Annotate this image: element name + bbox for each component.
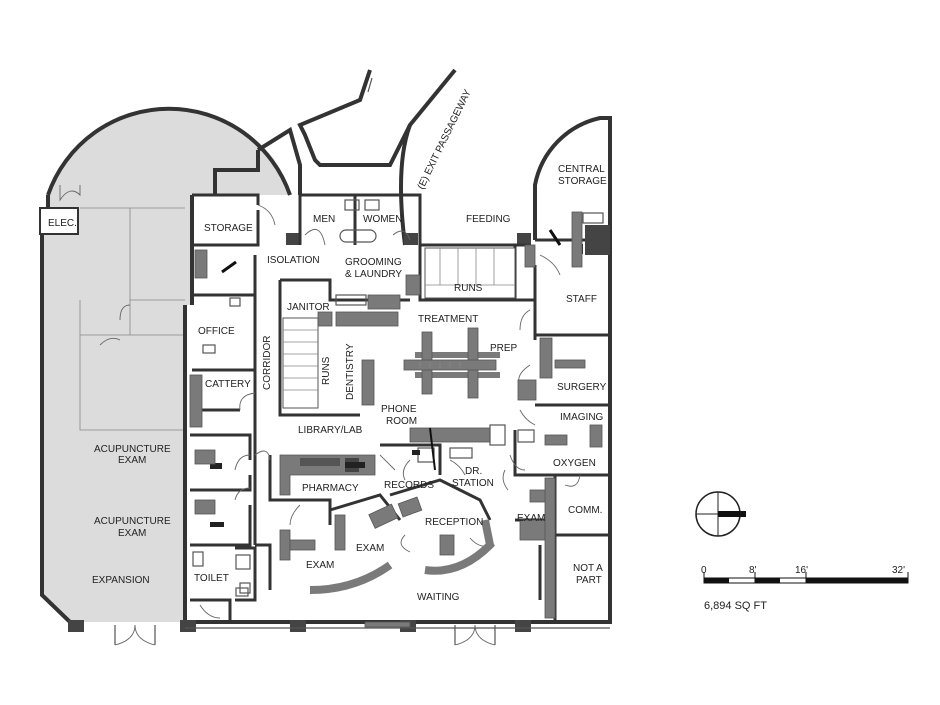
outer-walls <box>68 116 612 632</box>
label-not-a-part-2: PART <box>576 575 602 586</box>
label-acupuncture-1a: ACUPUNCTURE <box>94 444 171 455</box>
scale-tick-16: 16' <box>795 565 808 576</box>
label-reception: RECEPTION <box>425 517 483 528</box>
scale-tick-0: 0 <box>701 565 707 576</box>
label-phone-room-1: PHONE <box>381 404 417 415</box>
label-men: MEN <box>313 214 335 225</box>
label-staff: STAFF <box>566 294 597 305</box>
label-runs-side: RUNS <box>321 356 332 385</box>
north-arrow-icon <box>695 491 746 537</box>
label-isolation: ISOLATION <box>267 255 320 266</box>
label-women: WOMEN <box>363 214 402 225</box>
label-dentistry: DENTISTRY <box>345 343 356 400</box>
total-area: 6,894 SQ FT <box>704 600 767 612</box>
label-exam-left: EXAM <box>306 560 334 571</box>
label-comm: COMM. <box>568 505 602 516</box>
door-swings <box>59 185 581 619</box>
label-feeding: FEEDING <box>466 214 511 225</box>
label-waiting: WAITING <box>417 592 460 603</box>
interior-walls <box>190 193 610 622</box>
scale-tick-32: 32' <box>892 565 905 576</box>
label-grooming-2: & LAUNDRY <box>345 269 402 280</box>
label-storage: STORAGE <box>204 223 253 234</box>
label-not-a-part-1: NOT A <box>573 563 603 574</box>
label-dr-station-2: STATION <box>452 478 494 489</box>
label-corridor: CORRIDOR <box>262 336 273 390</box>
label-records: RECORDS <box>384 480 434 491</box>
label-toilet: TOILET <box>194 573 229 584</box>
label-prep: PREP <box>490 343 518 354</box>
label-central-storage-1: CENTRAL <box>558 164 605 175</box>
label-phone-room-2: ROOM <box>386 416 417 427</box>
storefront <box>114 624 610 646</box>
label-expansion: EXPANSION <box>92 575 150 586</box>
label-dr-station-1: DR. <box>465 466 482 477</box>
label-exam-right: EXAM <box>517 513 545 524</box>
label-pharmacy: PHARMACY <box>302 483 359 494</box>
label-acupuncture-1b: EXAM <box>118 455 146 466</box>
label-acupuncture-2a: ACUPUNCTURE <box>94 516 171 527</box>
label-exam-mid: EXAM <box>356 543 384 554</box>
label-office: OFFICE <box>198 326 235 337</box>
label-janitor: JANITOR <box>287 302 330 313</box>
label-acupuncture-2b: EXAM <box>118 528 146 539</box>
label-treatment: TREATMENT <box>418 314 478 325</box>
fixtures <box>189 199 610 628</box>
label-grooming-1: GROOMING <box>345 257 402 268</box>
expansion-area <box>39 106 292 624</box>
exit-passageway <box>297 68 457 246</box>
label-cattery: CATTERY <box>205 379 251 390</box>
label-elec: ELEC. <box>48 218 77 229</box>
label-runs-top: RUNS <box>454 283 483 294</box>
label-central-storage-2: STORAGE <box>558 176 607 187</box>
label-surgery: SURGERY <box>557 382 607 393</box>
label-oxygen: OXYGEN <box>553 458 596 469</box>
scale-tick-8: 8' <box>749 565 757 576</box>
label-exit-passageway: (E) EXIT PASSAGEWAY <box>416 88 474 192</box>
room-labels: ELEC. STORAGE MEN WOMEN (E) EXIT PASSAGE… <box>48 88 607 603</box>
label-library-lab: LIBRARY/LAB <box>298 425 363 436</box>
scale-bar: 0 8' 16' 32' 6,894 SQ FT <box>701 565 909 612</box>
label-imaging: IMAGING <box>560 412 604 423</box>
